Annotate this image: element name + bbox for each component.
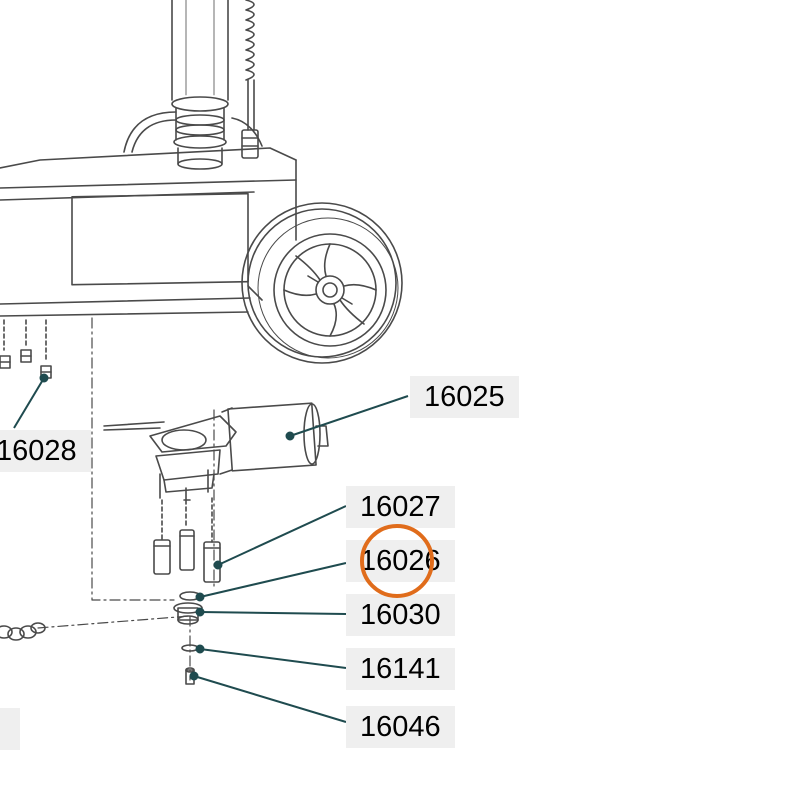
vertical-pipe (171, 0, 229, 170)
highlight-circle (360, 524, 434, 598)
standoff-pillars (153, 497, 221, 583)
leader-16025 (289, 395, 409, 437)
mounting-bolts (0, 319, 52, 379)
leader-16027 (217, 505, 347, 566)
front-wheel (241, 202, 403, 364)
part-label-16025: 16025 (410, 376, 519, 418)
part-label-16046: 16046 (346, 706, 455, 748)
small-parts (173, 591, 203, 685)
partial-label-box (0, 708, 20, 750)
leader-16141 (199, 648, 347, 669)
leader-16026 (199, 562, 347, 598)
leader-lines (13, 373, 409, 723)
part-label-16027: 16027 (346, 486, 455, 528)
motor (103, 402, 329, 501)
leader-16028 (13, 377, 45, 429)
machine-housing (0, 147, 297, 317)
chain (0, 622, 46, 641)
assembly-dashed-lines (37, 317, 215, 681)
part-label-16028: 16028 (0, 430, 91, 472)
part-label-16141: 16141 (346, 648, 455, 690)
coiled-cable (241, 0, 259, 159)
leader-16030 (199, 611, 347, 615)
rear-wheel (123, 111, 263, 153)
leader-16046 (193, 675, 347, 723)
part-label-16030: 16030 (346, 594, 455, 636)
